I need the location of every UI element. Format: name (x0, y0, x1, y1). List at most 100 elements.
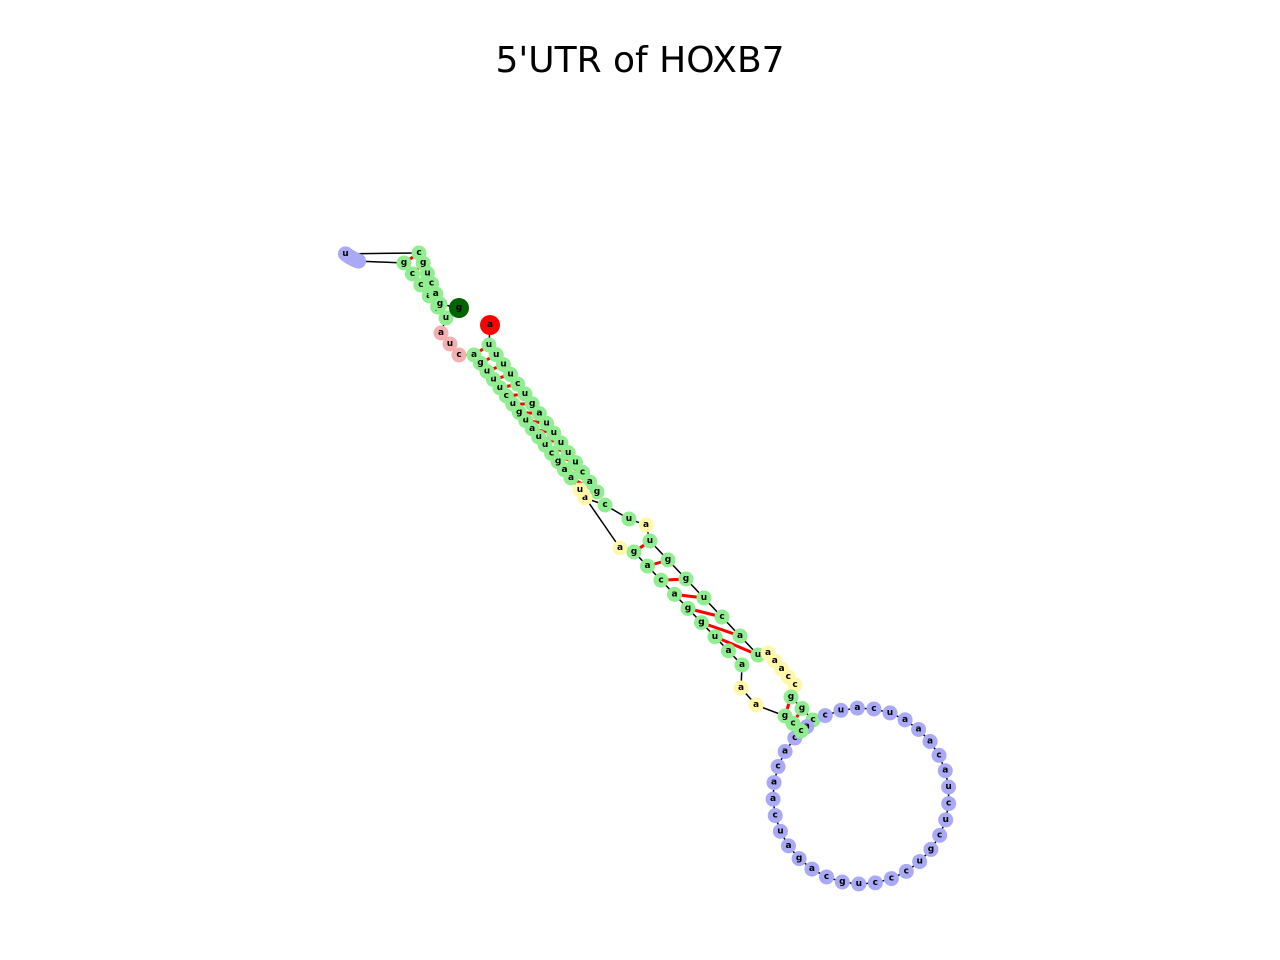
hairpin-loop-nucleotide: a (897, 712, 913, 728)
nucleotide-circle (931, 747, 947, 763)
nucleotide-label: u (535, 432, 541, 442)
hairpin-loop-nucleotide: a (911, 721, 927, 737)
nucleotide-label: u (565, 448, 571, 458)
stem-nucleotide: a (721, 643, 736, 659)
nucleotide-circle (765, 791, 781, 807)
nucleotide-label: c (904, 866, 909, 876)
nucleotide-circle (804, 861, 820, 877)
bulge-nucleotide: u (572, 482, 588, 498)
nucleotide-label: c (515, 379, 520, 389)
nucleotide-label: g (782, 711, 788, 721)
nucleotide-label: a (671, 589, 677, 599)
nucleotide-circle (707, 629, 723, 645)
nucleotide-label: a (809, 864, 815, 874)
hairpin-loop-nucleotide: c (931, 747, 947, 763)
hairpin-loop-nucleotide: u (337, 246, 353, 262)
nucleotide-circle (867, 875, 883, 891)
nucleotide-label: g (928, 844, 934, 854)
nucleotide-label: a (438, 328, 444, 338)
nucleotide-circle (772, 823, 788, 839)
bulge-nucleotide: a (612, 540, 628, 556)
nucleotide-label: a (433, 289, 439, 299)
nucleotide-circle (442, 336, 458, 352)
base-pair-bond (714, 635, 759, 657)
unpaired-nucleotide: u (442, 336, 458, 352)
nucleotide-label: a (782, 747, 788, 757)
nucleotide-label: a (725, 646, 731, 656)
nucleotide-label: c (937, 830, 942, 840)
nucleotide-circle (941, 779, 957, 795)
nucleotide-label: c (889, 874, 894, 884)
nucleotide-label: a (529, 424, 535, 434)
nucleotide-circle (626, 544, 642, 560)
nucleotide-label: g (683, 574, 689, 584)
nucleotide-label: u (500, 360, 506, 370)
nucleotide-label: c (798, 726, 803, 736)
nucleotide-circle (678, 571, 694, 587)
nucleotide-label: g (516, 407, 522, 417)
nucleotide-label: u (497, 383, 503, 393)
nucleotide-label: c (416, 248, 421, 258)
nucleotide-label: a (739, 660, 745, 670)
nucleotide-circle (897, 712, 913, 728)
nucleotide-label: u (490, 375, 496, 385)
figure-title: 5'UTR of HOXB7 (495, 40, 785, 81)
nucleotide-circle (923, 841, 939, 857)
nucleotide-label: a (738, 683, 744, 693)
nucleotide-circle (694, 615, 709, 631)
nucleotide-label: a (916, 724, 922, 734)
stem-nucleotide: a (734, 657, 750, 673)
nucleotide-circle (833, 702, 849, 718)
nucleotide-label: a (561, 465, 567, 475)
nucleotide-label: g (839, 877, 845, 887)
nucleotide-label: c (410, 269, 415, 279)
nucleotide-label: a (778, 664, 784, 674)
nucleotide-label: a (902, 715, 908, 725)
nucleotide-circle (912, 854, 928, 870)
nucleotide-circle (721, 643, 736, 659)
nucleotide-circle (396, 255, 412, 271)
nucleotide-label: g (665, 555, 671, 565)
hairpin-loop-nucleotide: u (941, 779, 957, 795)
nucleotide-label: g (555, 457, 561, 467)
nucleotide-circle (767, 808, 783, 824)
unpaired-nucleotide: c (451, 347, 467, 363)
nucleotide-circle (337, 246, 353, 262)
nucleotide-circle (849, 700, 865, 716)
nucleotide-label: g (529, 399, 535, 409)
nucleotide-label: c (786, 672, 791, 682)
stem-nucleotide: g (432, 296, 448, 312)
nucleotide-label: c (549, 448, 554, 458)
nucleotide-label: c (775, 762, 780, 772)
nucleotide-circle (734, 657, 750, 673)
nucleotide-label: c (792, 733, 797, 743)
nucleotide-label: c (456, 350, 461, 360)
hairpin-loop-nucleotide: u (882, 705, 898, 721)
nucleotide-circle (777, 744, 793, 760)
nucleotide-circle (834, 874, 850, 890)
nucleotide-circle (748, 697, 764, 713)
nucleotide-circle (696, 590, 712, 606)
hairpin-loop-nucleotide: c (817, 708, 833, 724)
nucleotide-label: u (626, 514, 632, 524)
nucleotide-circle (941, 796, 957, 812)
three-prime-end: g (449, 298, 469, 318)
nucleotide-label: a (582, 493, 588, 503)
nucleotide-label: u (523, 416, 529, 426)
nucleotide-label: a (854, 703, 860, 713)
nucleotide-label: c (936, 750, 941, 760)
nucleotide-label: g (437, 299, 443, 309)
nucleotide-circle (883, 871, 899, 887)
hairpin-loop-nucleotide: a (766, 775, 782, 791)
nucleotide-label: a (568, 473, 574, 483)
nucleotide-label: c (658, 575, 663, 585)
nucleotide-label: a (942, 766, 948, 776)
nucleotide-label: c (504, 391, 509, 401)
nucleotide-circle (589, 484, 605, 500)
nucleotide-label: c (873, 878, 878, 888)
nucleotide-label: u (558, 438, 564, 448)
nucleotide-label: a (765, 648, 771, 658)
nucleotide-label: c (823, 711, 828, 721)
nucleotide-circle (777, 708, 793, 724)
